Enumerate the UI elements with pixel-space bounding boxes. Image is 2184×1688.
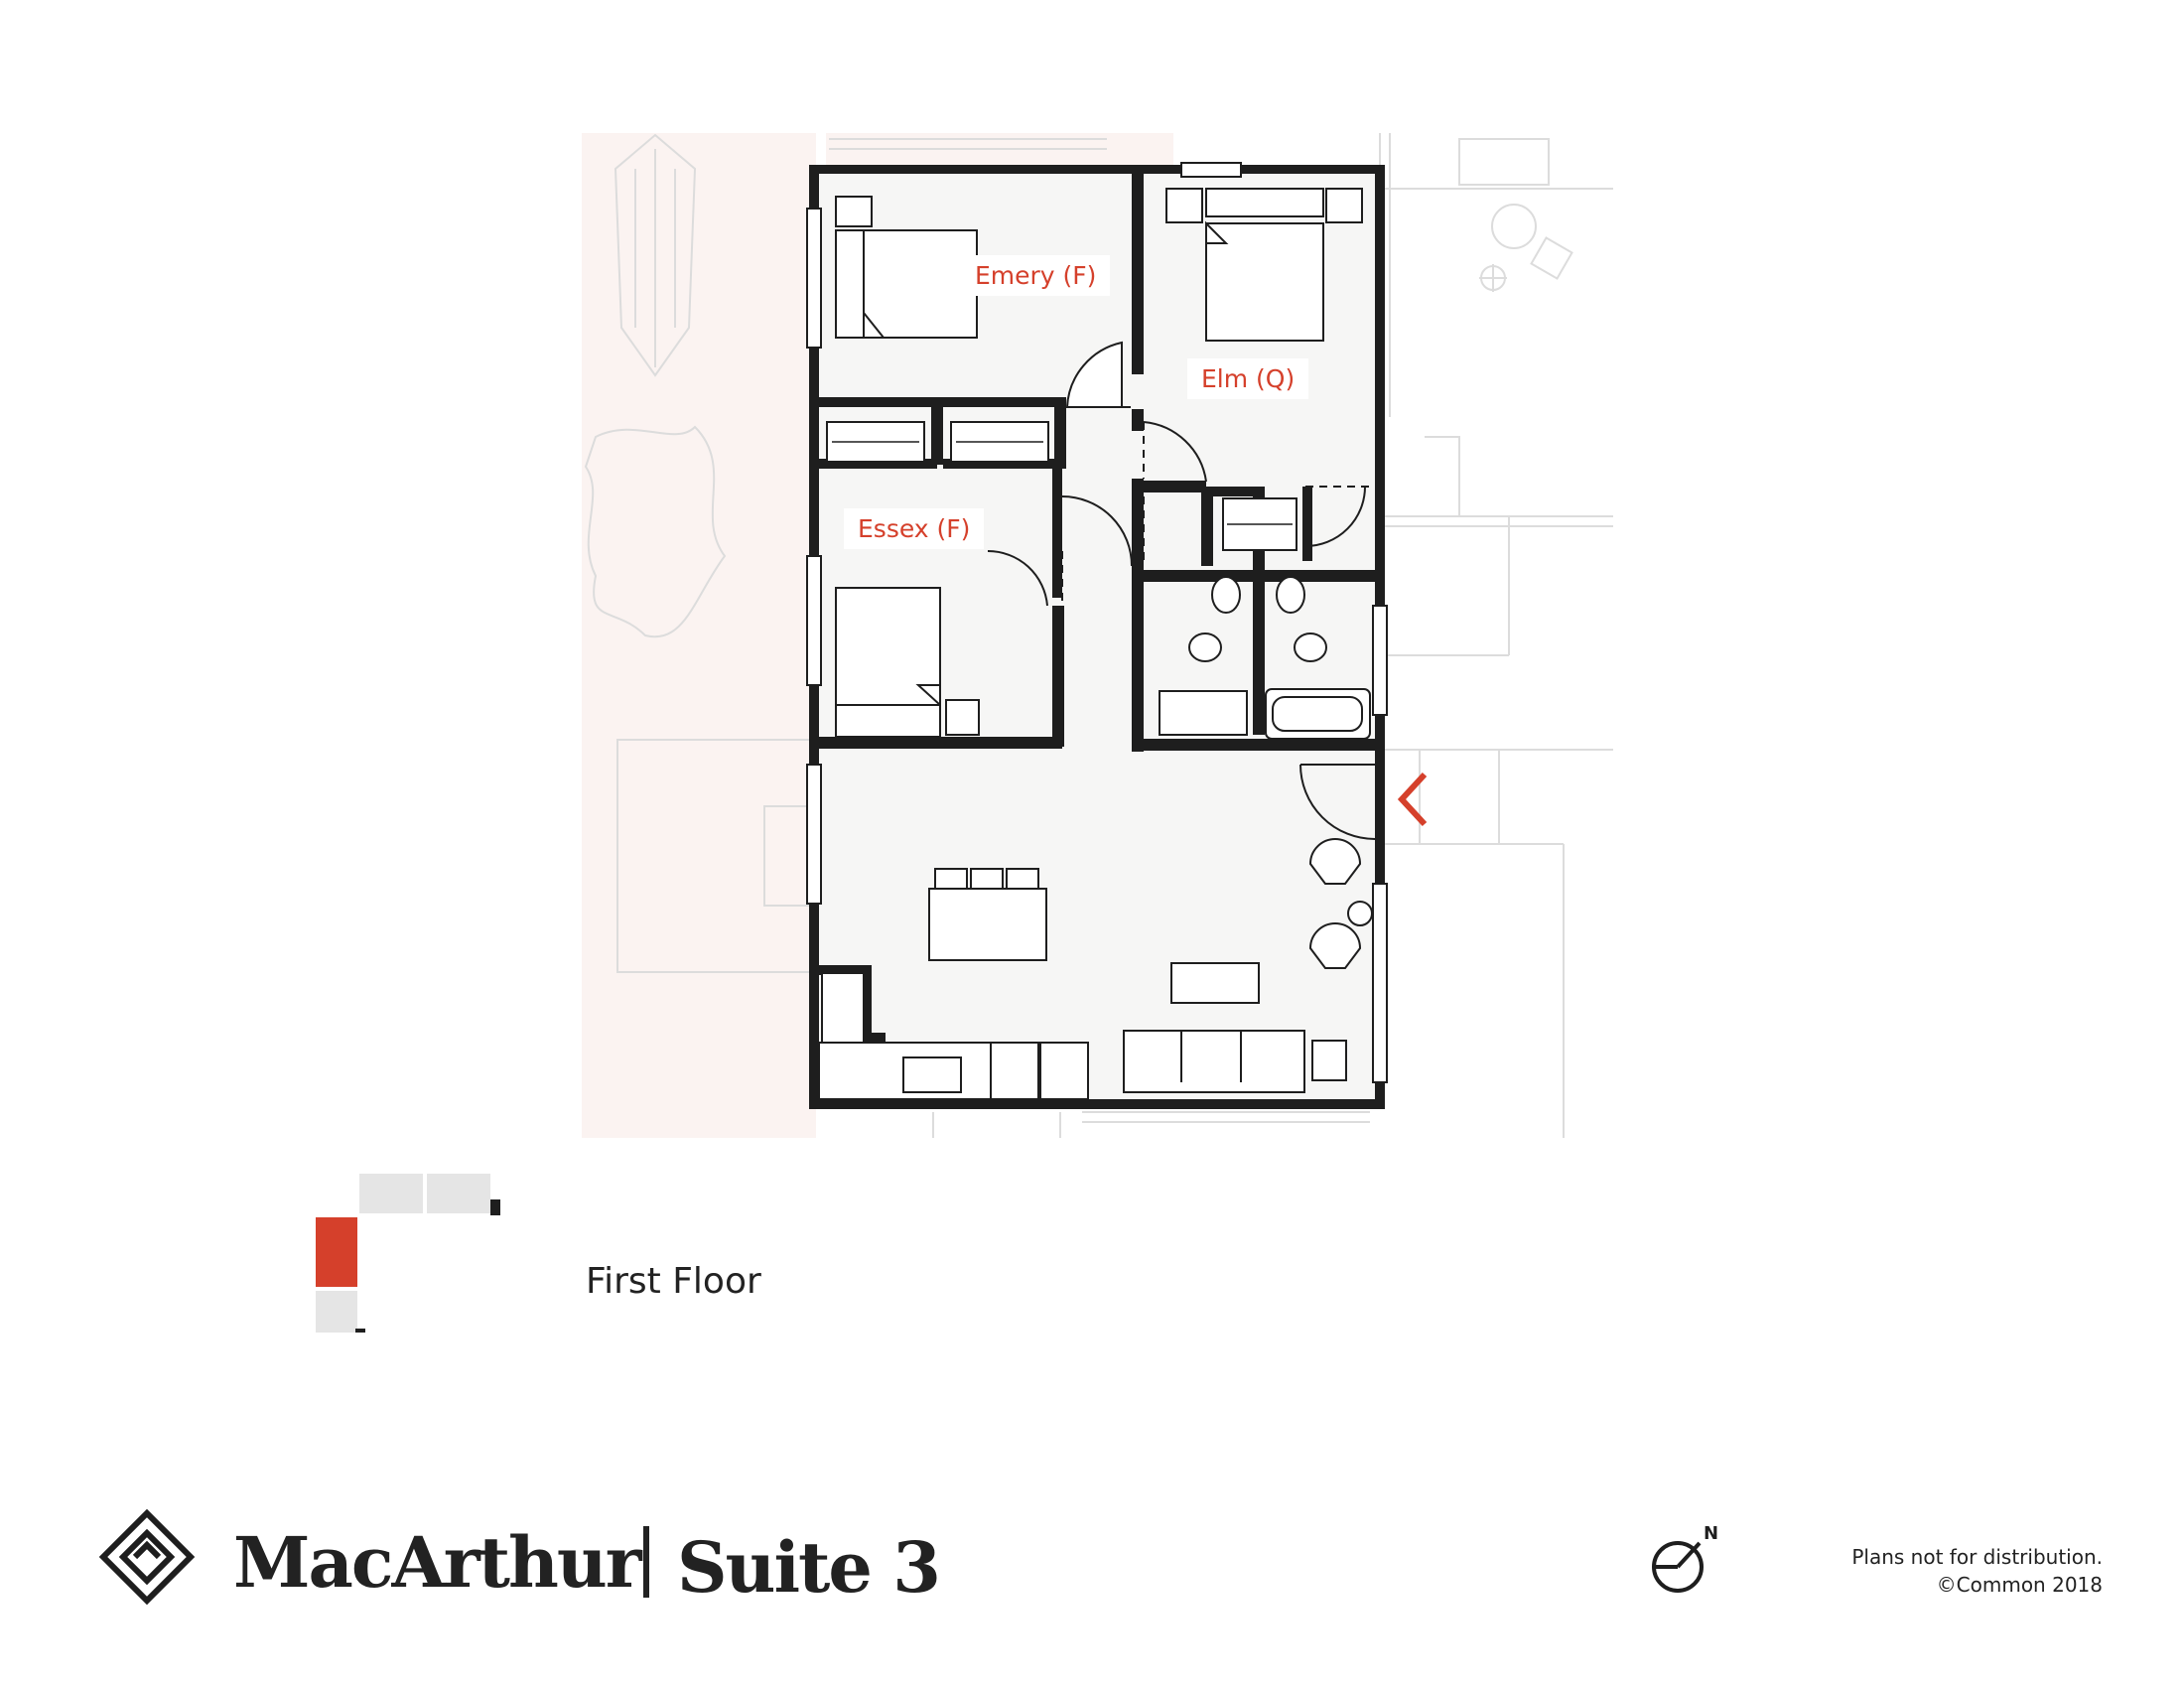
building-key-map <box>316 1174 500 1333</box>
furniture <box>818 188 1373 1100</box>
room-label-essex: Essex (F) <box>844 508 985 549</box>
doors <box>987 341 1381 840</box>
suite-title: Suite 3 <box>677 1526 941 1609</box>
disclaimer-line-1: Plans not for distribution. <box>1851 1545 2103 1569</box>
north-arrow: N <box>1648 1523 1727 1601</box>
windows <box>806 162 1388 1083</box>
brand-divider <box>643 1526 649 1598</box>
entry-arrow-icon <box>1397 772 1428 827</box>
north-arrow-icon <box>1652 1541 1704 1593</box>
north-label: N <box>1704 1523 1719 1544</box>
disclaimer: Plans not for distribution. ©Common 2018 <box>1851 1543 2103 1599</box>
room-label-elm: Elm (Q) <box>1187 358 1309 399</box>
floor-label: First Floor <box>586 1261 761 1302</box>
disclaimer-line-2: ©Common 2018 <box>1936 1573 2103 1597</box>
room-label-emery: Emery (F) <box>961 255 1111 296</box>
brand-name: MacArthur <box>233 1521 642 1604</box>
macarthur-logo-icon <box>98 1508 196 1606</box>
